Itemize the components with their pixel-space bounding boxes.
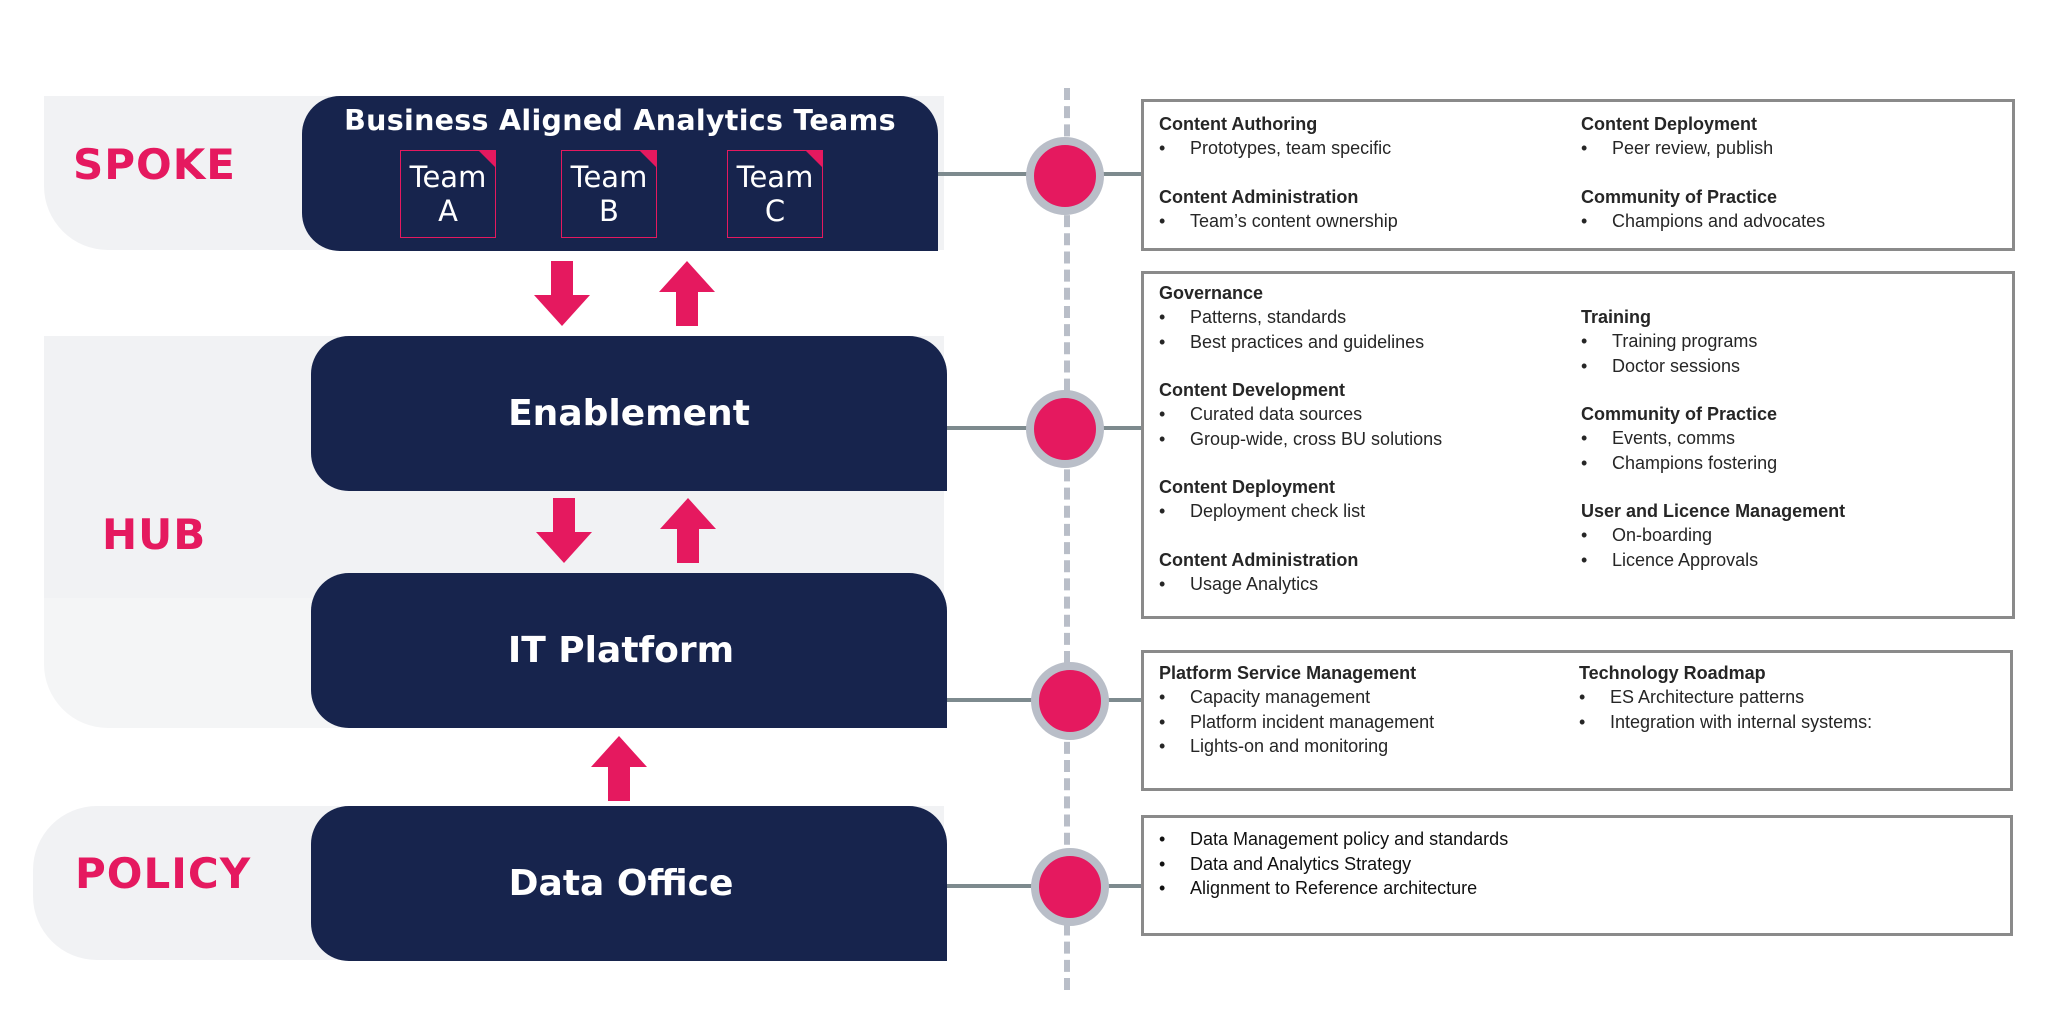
data-office-box: Data Office [311,806,947,961]
section-heading: Community of Practice [1581,186,1778,207]
team-c-line2: C [764,194,786,228]
team-c: Team C [727,150,823,238]
team-a-line2: A [438,194,458,228]
bullet-item: Lights-on and monitoring [1159,734,1569,759]
panel-column-left: Governance Patterns, standards Best prac… [1159,281,1569,596]
bullet-item: Patterns, standards [1159,305,1569,330]
bullet-item: Platform incident management [1159,710,1569,735]
team-a: Team A [400,150,496,238]
timeline-node [1031,662,1109,740]
team-corner [478,150,496,168]
bullet-item: Peer review, publish [1581,136,2001,161]
business-teams-title: Business Aligned Analytics Teams [344,104,896,137]
arrow-up-icon [659,261,715,326]
bullet-item: On-boarding [1581,523,2001,548]
bullet-item: Champions and advocates [1581,209,2001,234]
policy-detail-panel: Data Management policy and standards Dat… [1141,815,2013,936]
enablement-detail-panel: Governance Patterns, standards Best prac… [1141,271,2015,619]
team-b-line1: Team [570,160,648,194]
section-heading: Content Administration [1159,549,1359,570]
layer-label-spoke: SPOKE [73,140,236,189]
arrow-down-icon [536,498,592,563]
enablement-box: Enablement [311,336,947,491]
bullet-item: Alignment to Reference architecture [1159,876,1859,901]
timeline-node [1026,390,1104,468]
team-b-line2: B [599,194,619,228]
panel-column-right: Technology Roadmap ES Architecture patte… [1579,661,1999,734]
bullet-item: Capacity management [1159,685,1569,710]
panel-column-left: Content Authoring Prototypes, team speci… [1159,112,1569,233]
team-c-line1: Team [736,160,814,194]
spoke-detail-panel: Content Authoring Prototypes, team speci… [1141,99,2015,251]
timeline-node [1031,848,1109,926]
bullet-item: Data Management policy and standards [1159,827,1859,852]
timeline-dashed-line [1064,88,1070,990]
team-corner [805,150,823,168]
it-platform-box: IT Platform [311,573,947,728]
section-heading: Platform Service Management [1159,663,1417,683]
bullet-item: Integration with internal systems: [1579,710,1999,735]
section-heading: Content Deployment [1581,114,1758,134]
section-heading: Governance [1159,283,1264,303]
team-b: Team B [561,150,657,238]
panel-column-left: Data Management policy and standards Dat… [1159,827,1859,901]
section-heading: Content Authoring [1159,114,1318,134]
bullet-item: ES Architecture patterns [1579,685,1999,710]
platform-detail-panel: Platform Service Management Capacity man… [1141,650,2013,791]
team-a-line1: Team [409,160,487,194]
panel-column-right: Content Deployment Peer review, publish … [1581,112,2001,233]
bullet-item: Doctor sessions [1581,354,2001,379]
bullet-item: Training programs [1581,329,2001,354]
it-platform-title: IT Platform [507,630,735,671]
bullet-item: Curated data sources [1159,402,1569,427]
bullet-item: Best practices and guidelines [1159,330,1569,355]
bullet-item: Licence Approvals [1581,548,2001,573]
timeline-node [1026,137,1104,215]
enablement-title: Enablement [508,393,750,434]
section-heading: Community of Practice [1581,404,1778,424]
bullet-item: Team’s content ownership [1159,209,1569,234]
layer-label-policy: POLICY [75,849,252,898]
bullet-item: Group-wide, cross BU solutions [1159,427,1569,452]
arrow-up-icon [591,736,647,801]
bullet-item: Prototypes, team specific [1159,136,1569,161]
layer-label-hub: HUB [102,510,207,559]
section-heading: Content Deployment [1159,477,1336,497]
data-office-title: Data Office [508,863,734,904]
section-heading: Content Administration [1159,186,1359,207]
bullet-item: Events, comms [1581,426,2001,451]
section-heading: Technology Roadmap [1579,663,1766,683]
bullet-item: Champions fostering [1581,451,2001,476]
bullet-item: Deployment check list [1159,499,1569,524]
panel-column-left: Platform Service Management Capacity man… [1159,661,1569,759]
panel-column-right: Training Training programs Doctor sessio… [1581,305,2001,572]
section-heading: Content Development [1159,380,1346,400]
business-teams-box: Business Aligned Analytics Teams [302,96,938,251]
bullet-item: Data and Analytics Strategy [1159,852,1859,877]
bullet-item: Usage Analytics [1159,572,1569,597]
section-heading: User and Licence Management [1581,501,1846,521]
arrow-down-icon [534,261,590,326]
arrow-up-icon [660,498,716,563]
team-corner [639,150,657,168]
section-heading: Training [1581,307,1652,327]
